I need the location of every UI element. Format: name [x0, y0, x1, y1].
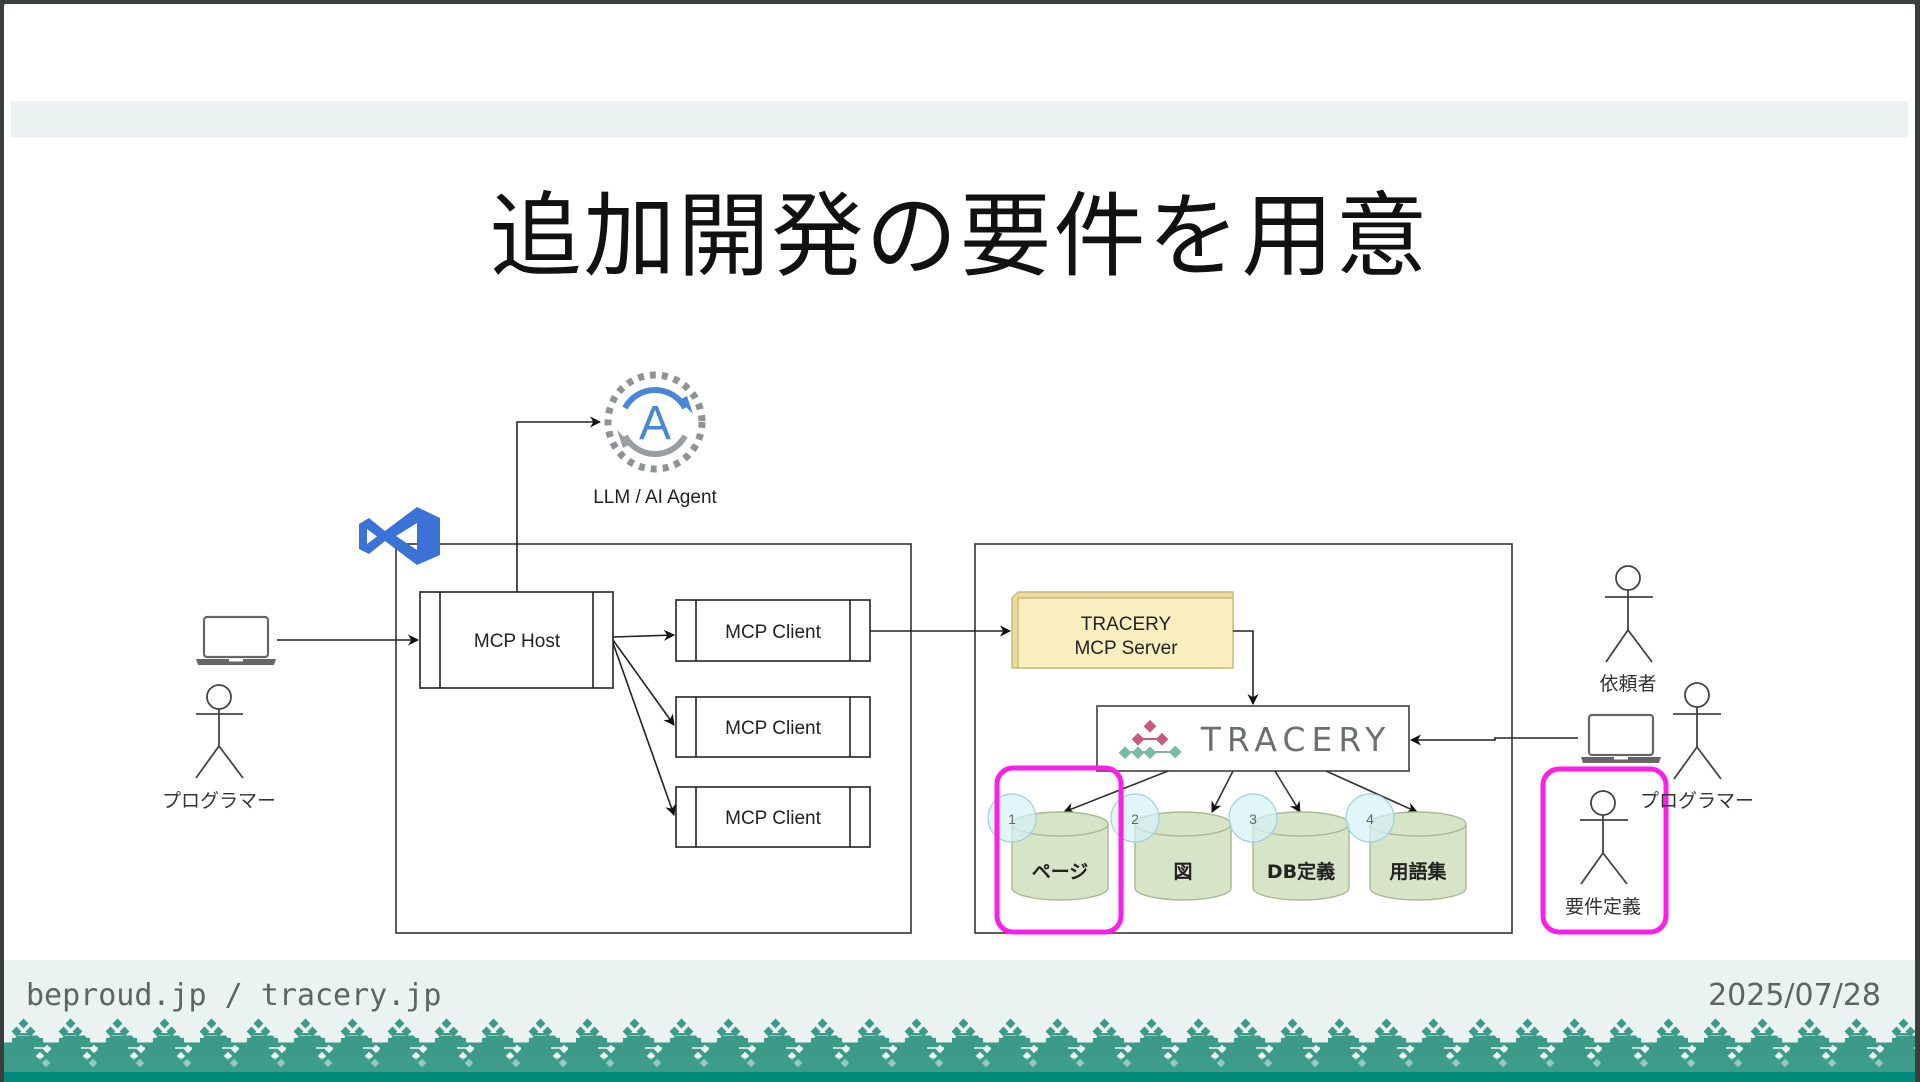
server-to-tracery-arrow	[1233, 630, 1259, 706]
programmer-actor-icon	[1673, 682, 1722, 780]
tracery-to-store-arrow	[1325, 770, 1419, 813]
laptop-icon	[1581, 713, 1661, 763]
highlight-box-requirements	[1540, 766, 1669, 935]
step-badge	[1345, 793, 1395, 843]
footer-links[interactable]: beproud.jp / tracery.jp	[26, 978, 442, 1013]
data-store-label: DB定義	[1267, 860, 1335, 883]
laptop-icon	[196, 615, 276, 665]
step-number: 4	[1366, 811, 1374, 827]
requester-actor-icon	[1605, 565, 1653, 663]
mcp-client-box[interactable]: MCP Client	[675, 786, 871, 848]
data-store-label: 図	[1173, 861, 1192, 883]
programmer-to-tracery-arrow	[1409, 734, 1578, 746]
left-programmer-label: プログラマー	[162, 790, 276, 812]
host-to-client-arrow	[612, 642, 676, 817]
agent-letter: A	[639, 397, 671, 450]
tracery-mcp-server-box[interactable]: TRACERY MCP Server	[1011, 591, 1234, 669]
mcp-client-label: MCP Client	[725, 718, 821, 739]
footer: beproud.jp / tracery.jp 2025/07/28	[4, 960, 1915, 1082]
footer-pattern	[4, 1018, 1915, 1082]
cylinder-body	[1252, 824, 1350, 901]
server-label-line2: MCP Server	[1074, 638, 1178, 659]
ai-agent-icon: A	[604, 371, 706, 473]
cylinder-body	[1134, 824, 1232, 901]
host-container	[395, 543, 912, 934]
host-to-client-arrow	[612, 639, 675, 726]
mcp-host-box[interactable]: MCP Host	[419, 591, 614, 689]
step-number: 1	[1008, 811, 1016, 827]
tracery-label: TRACERY	[1200, 720, 1392, 759]
data-store-label: 用語集	[1389, 860, 1447, 883]
cylinder-body	[1011, 824, 1109, 901]
data-store-4[interactable]: 用語集 4	[1345, 793, 1467, 901]
host-to-client-arrow	[612, 629, 676, 641]
mcp-client-box[interactable]: MCP Client	[675, 696, 871, 758]
requirements-label: 要件定義	[1565, 896, 1641, 918]
requirements-actor-icon	[1580, 790, 1628, 885]
step-badge	[987, 793, 1037, 843]
mcp-host-label: MCP Host	[474, 631, 561, 652]
host-to-agent-arrow	[516, 416, 602, 592]
programmer-actor-icon	[195, 684, 244, 779]
tracery-box[interactable]: TRACERY	[1096, 705, 1410, 772]
slide-title: 追加開発の要件を用意	[489, 183, 1430, 290]
mcp-client-box[interactable]: MCP Client	[675, 599, 871, 662]
data-store-label: ページ	[1032, 861, 1089, 883]
right-programmer-label: プログラマー	[1640, 790, 1754, 812]
vscode-icon	[359, 507, 440, 565]
header-band	[11, 101, 1908, 137]
requester-label: 依頼者	[1599, 673, 1656, 695]
slide: 追加開発の要件を用意 A LLM / AI Agent	[4, 4, 1915, 1082]
cylinder-body	[1369, 824, 1467, 901]
mcp-client-label: MCP Client	[725, 622, 821, 643]
mcp-client-label: MCP Client	[725, 808, 821, 829]
step-badge	[1228, 793, 1278, 843]
architecture-diagram: A LLM / AI Agent MCP Host MCP Client MCP…	[162, 371, 1754, 935]
footer-date: 2025/07/28	[1708, 978, 1881, 1013]
step-number: 2	[1131, 811, 1139, 827]
data-store-3[interactable]: DB定義 3	[1228, 793, 1350, 901]
step-number: 3	[1249, 811, 1257, 827]
data-store-1[interactable]: ページ 1	[987, 793, 1109, 901]
tracery-to-store-arrow	[1062, 770, 1169, 814]
agent-label: LLM / AI Agent	[593, 487, 717, 508]
highlight-box-page	[994, 765, 1124, 935]
tracery-to-store-arrow	[1274, 770, 1301, 813]
tracery-logo-icon	[1118, 719, 1182, 760]
server-label-line1: TRACERY	[1081, 614, 1172, 635]
tracery-to-store-arrow	[1211, 770, 1234, 813]
